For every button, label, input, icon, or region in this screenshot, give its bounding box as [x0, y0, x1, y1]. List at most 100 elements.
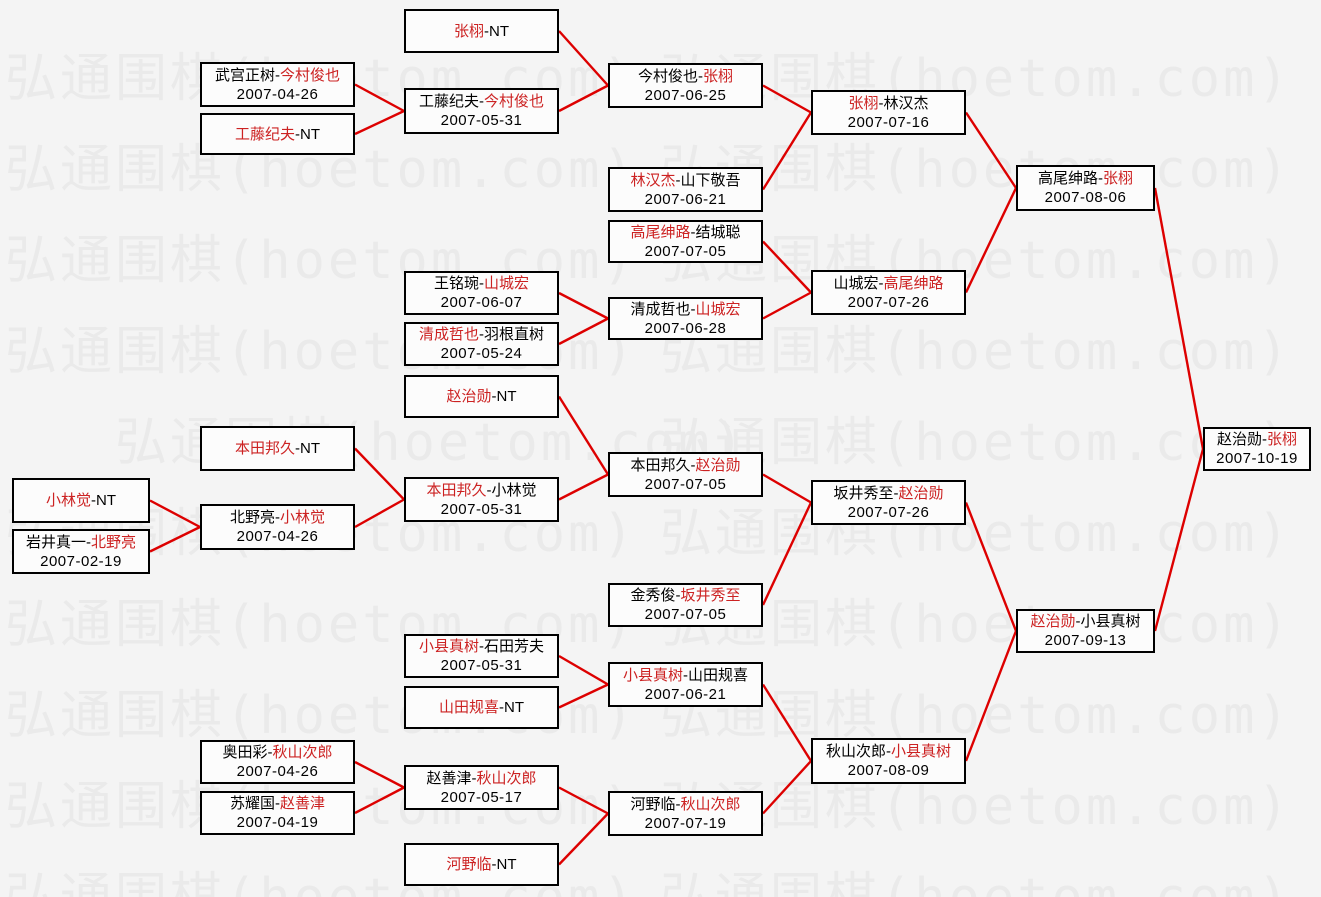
watermark-text: 弘通围棋(hoetom.com) [660, 504, 1292, 564]
player2-name: 小林觉 [491, 481, 537, 499]
player-separator: - [683, 666, 688, 684]
player-separator: - [275, 509, 280, 526]
match-date: 2007-05-31 [440, 500, 523, 518]
match-players: 张栩-NT [454, 22, 509, 41]
bracket-line [762, 291, 812, 320]
player2-name: 小林觉 [280, 509, 326, 526]
player1-name: 小林觉 [45, 492, 91, 509]
bracket-line [762, 84, 812, 114]
match-players: 苏耀国-赵善津 [230, 794, 325, 813]
match-date: 2007-09-13 [1044, 632, 1127, 649]
player2-name: 赵治勋 [695, 456, 741, 474]
match-players: 河野临-秋山次郎 [630, 795, 740, 814]
player1-name: 苏耀国 [229, 795, 275, 812]
player1-name: 赵善津 [426, 769, 472, 787]
match-players: 本田邦久-NT [235, 439, 320, 458]
bracket-line [1153, 187, 1205, 450]
bracket-line [558, 317, 609, 346]
player2-name: 高尾绅路 [883, 274, 944, 292]
player2-name: 山城宏 [484, 275, 530, 292]
player2-name: 张栩 [703, 67, 734, 85]
match-date: 2007-07-05 [644, 606, 727, 623]
match-players: 秋山次郎-小县真树 [826, 742, 951, 761]
player-separator: - [479, 275, 484, 292]
player1-name: 工藤纪夫 [234, 125, 295, 143]
bracket-line [558, 683, 609, 709]
match-date: 2007-05-31 [440, 657, 523, 674]
match-players: 张栩-林汉杰 [848, 94, 928, 113]
player-separator: - [479, 326, 484, 343]
player1-name: 河野临 [630, 795, 676, 813]
player-separator: - [1098, 170, 1103, 187]
match-date: 2007-02-19 [40, 552, 122, 570]
match-date: 2007-06-21 [644, 685, 727, 703]
player1-name: 清成哲也 [418, 326, 479, 343]
player-separator: - [878, 94, 884, 112]
player1-name: 北野亮 [229, 509, 275, 526]
bracket-line [354, 447, 405, 501]
player1-name: 高尾绅路 [630, 223, 691, 241]
bracket-line [964, 187, 1018, 294]
bracket-line [761, 683, 813, 762]
match-players: 小林觉-NT [46, 491, 116, 510]
player-separator: - [275, 795, 280, 812]
bracket-line [354, 786, 405, 815]
player-separator: - [675, 587, 681, 604]
player-separator: - [86, 533, 91, 551]
player-separator: - [690, 223, 696, 241]
match-players: 山田规喜-NT [439, 698, 524, 717]
match-date: 2007-07-05 [644, 242, 727, 260]
match-players: 今村俊也-张栩 [638, 67, 733, 86]
player2-name: 山城宏 [695, 300, 741, 318]
player2-name: 今村俊也 [280, 66, 341, 84]
match-date: 2007-06-21 [644, 190, 727, 208]
player1-name: 今村俊也 [637, 67, 698, 85]
bracket-line [149, 499, 201, 529]
match-date: 2007-10-19 [1216, 450, 1298, 467]
match-players: 金秀俊-坂井秀至 [630, 586, 740, 605]
match-players: 奥田彩-秋山次郎 [222, 743, 332, 762]
player2-name: 结城聪 [695, 223, 741, 241]
player2-name: 山田规喜 [688, 666, 749, 684]
match-players: 小县真树-石田芳夫 [419, 637, 544, 656]
player-separator: - [886, 743, 891, 760]
player2-name: NT [496, 856, 517, 873]
player2-name: 林汉杰 [883, 94, 929, 112]
player-separator: - [1075, 613, 1081, 630]
player-separator: - [675, 795, 681, 813]
player-separator: - [295, 125, 300, 143]
player1-name: 张栩 [453, 22, 484, 40]
player-separator: - [878, 274, 884, 292]
player-separator: - [893, 484, 899, 502]
bracket-line [558, 473, 609, 501]
match-players: 高尾绅路-张栩 [1038, 169, 1133, 188]
player2-name: 赵善津 [280, 795, 326, 812]
match-players: 林汉杰-山下敬吾 [630, 171, 740, 190]
player1-name: 山城宏 [833, 274, 879, 292]
player2-name: 小县真树 [891, 743, 952, 760]
player2-name: 坂井秀至 [680, 587, 741, 604]
player1-name: 赵治勋 [1030, 613, 1076, 630]
player1-name: 赵治勋 [446, 388, 492, 405]
match-date: 2007-07-16 [847, 113, 930, 131]
match-players: 王铭琬-山城宏 [434, 274, 529, 293]
bracket-line [354, 109, 405, 136]
watermark-text: 弘通围棋(hoetom.com) [660, 231, 1292, 291]
match-box: 山田规喜-NT [404, 686, 559, 729]
player2-name: 秋山次郎 [680, 795, 741, 813]
match-date: 2007-04-19 [236, 814, 319, 831]
match-box: 赵治勋-NT [404, 375, 559, 418]
player-separator: - [275, 66, 280, 84]
